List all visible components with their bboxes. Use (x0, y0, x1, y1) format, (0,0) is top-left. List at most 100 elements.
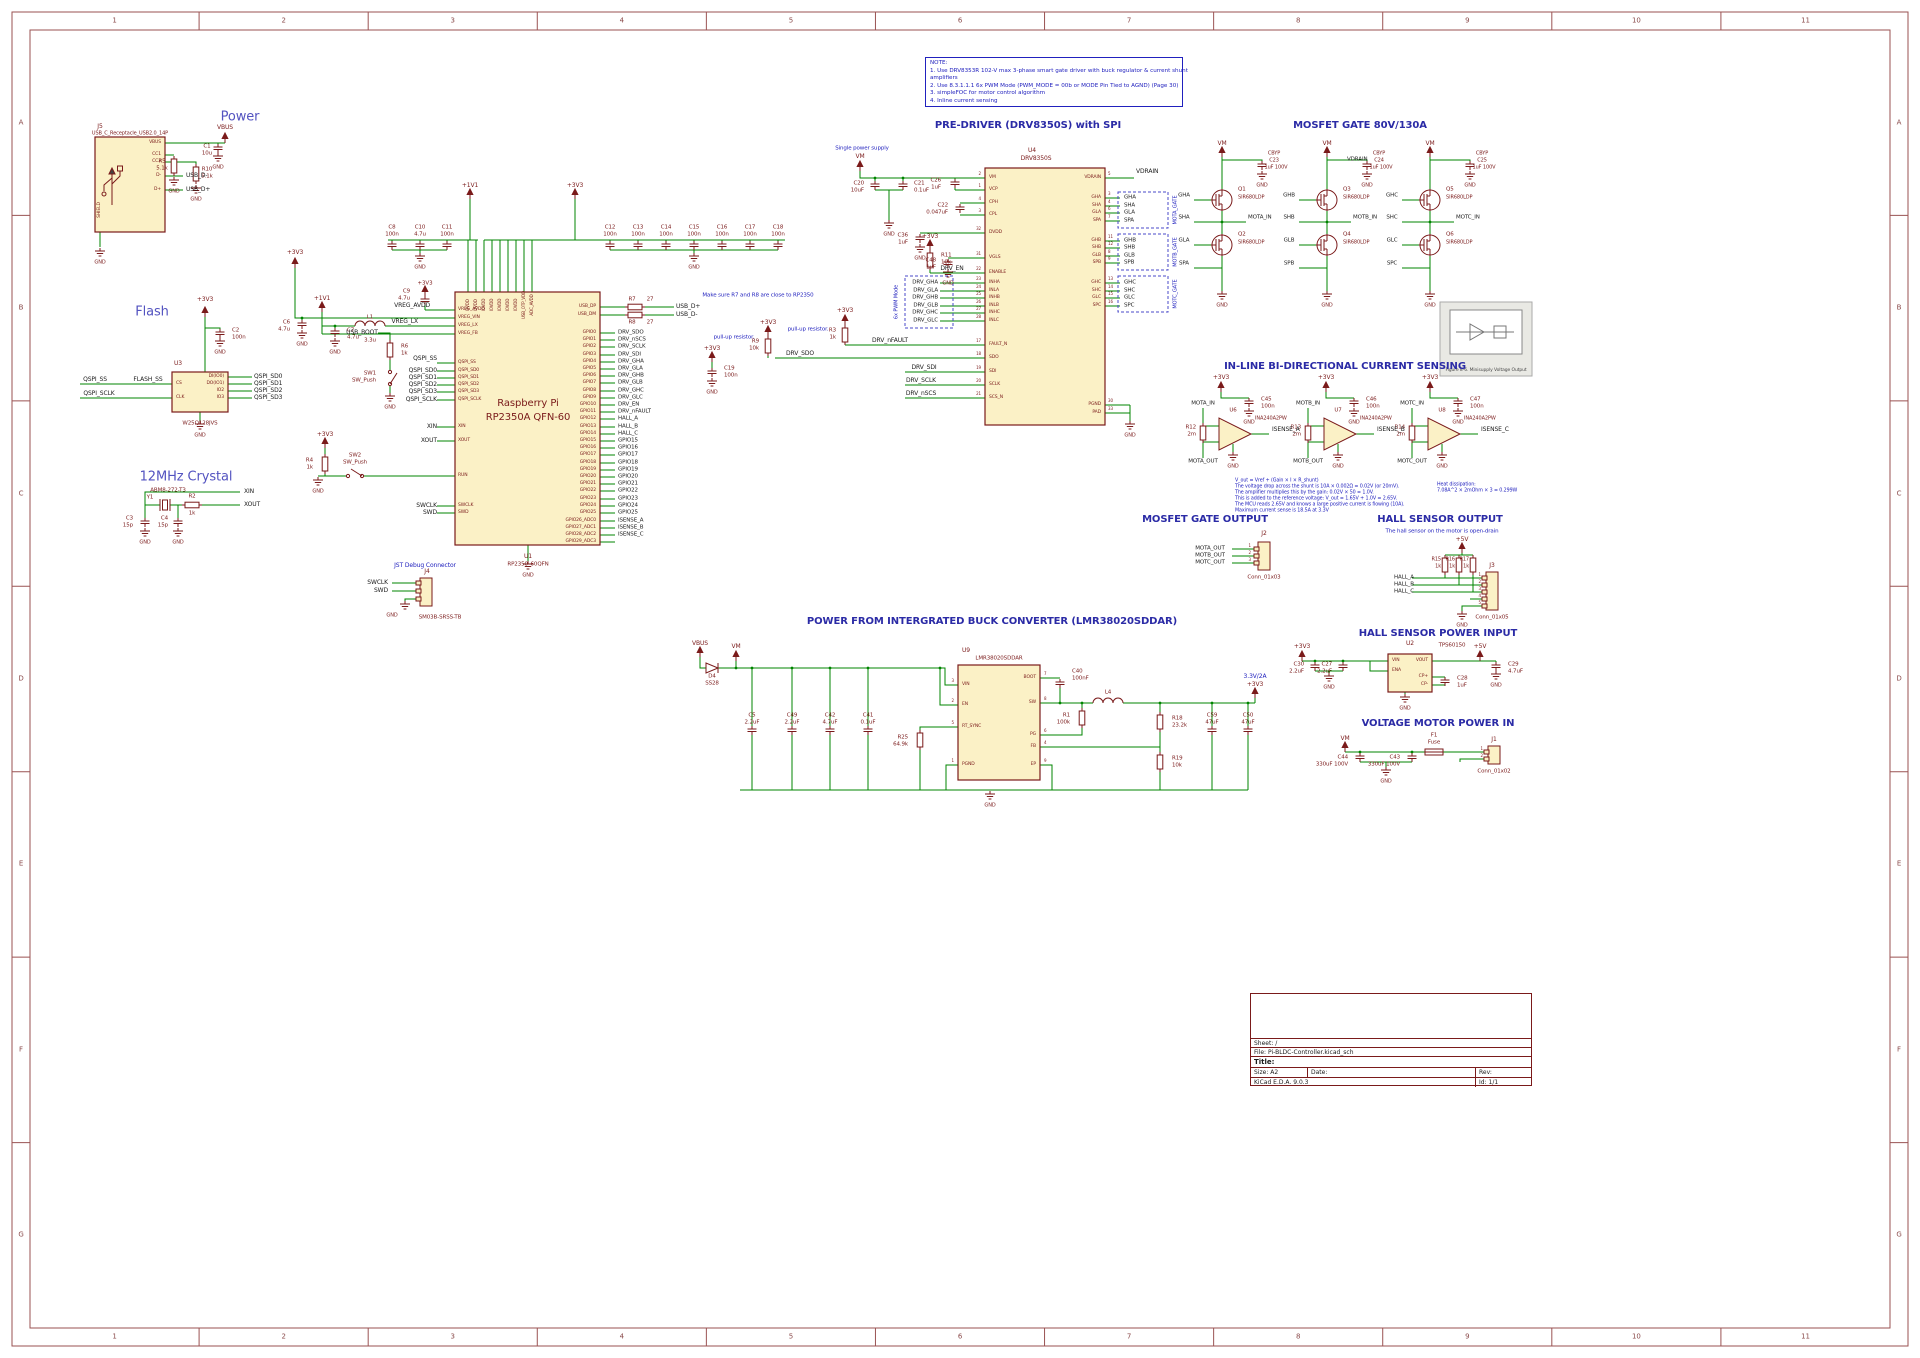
charge-pump-u2[interactable] (1387, 653, 1433, 693)
text-gpio9: GPIO9 (582, 394, 597, 400)
frame-label-8: 8 (1295, 1332, 1301, 1341)
text-4-7u: 4.7u (398, 295, 410, 302)
mcu-rp2350[interactable] (454, 291, 601, 546)
text-fault-n: FAULT_N (989, 341, 1008, 347)
text-gpio23: GPIO23 (579, 495, 596, 501)
text-drv-glb: DRV_GLB (913, 302, 938, 309)
text-shb: SHB (1091, 244, 1101, 250)
text-cbyp: CBYP (1475, 150, 1489, 157)
text-6: 6 (1044, 728, 1047, 733)
text-c36: C36 (897, 232, 908, 239)
text-vbus: VBUS (149, 139, 161, 145)
text-pgnd: PGND (1088, 401, 1101, 407)
text-5-1k: 5.1k (156, 165, 168, 172)
text-9: 9 (1044, 758, 1047, 763)
text-r17: R17 (1459, 556, 1469, 563)
text-hall-a: HALL_A (1394, 574, 1414, 581)
text-6x-pwm-mode: 6x PWM Mode (893, 284, 900, 320)
text-c14: C14 (660, 224, 672, 231)
text-+3v3: +3V3 (1246, 681, 1264, 688)
switch-sw1[interactable] (387, 369, 398, 387)
text-100n: 100n (659, 231, 673, 238)
connector-j1[interactable] (1483, 745, 1501, 765)
frame-label-1: 1 (112, 16, 117, 25)
text-sw1: SW1 (363, 370, 376, 377)
text-r16: R16 (1445, 556, 1455, 563)
gate-driver-u4[interactable] (984, 167, 1106, 426)
text-gpio8: GPIO8 (582, 387, 597, 393)
flash-u3[interactable] (171, 371, 229, 413)
text-vdrain: VDRAIN (1084, 174, 1101, 180)
text-u7: U7 (1334, 407, 1342, 414)
text-c47: C47 (1470, 396, 1481, 403)
connector-j4[interactable] (415, 577, 433, 607)
connector-j2[interactable] (1253, 541, 1271, 571)
text-26: 26 (976, 299, 981, 304)
text-spb: SPB (1124, 259, 1135, 266)
switch-sw2[interactable] (345, 468, 365, 479)
text-24: 24 (976, 284, 981, 289)
text-in-line-bi-directional-current-sensing: IN-LINE BI-DIRECTIONAL CURRENT SENSING (1224, 361, 1466, 372)
text-+3v3: +3V3 (921, 233, 939, 240)
note-box: NOTE:1. Use DRV8353R 102-V max 3-phase s… (925, 57, 1188, 107)
frame-label-c: C (18, 489, 24, 498)
diode-d4[interactable] (705, 662, 720, 674)
text-+3v3: +3V3 (286, 249, 304, 256)
text-gpio3: GPIO3 (582, 351, 597, 357)
text-gnd: GND (1452, 419, 1464, 426)
text-inhc: INHC (989, 309, 1000, 315)
text-vgls: VGLS (989, 254, 1001, 260)
text-vcp: VCP (989, 186, 998, 192)
title-block-tool: KiCad E.D.A. 9.0.3 (1254, 1079, 1309, 1086)
text-gnd: GND (212, 164, 224, 171)
text-gpio10: GPIO10 (579, 401, 596, 407)
datasheet-figure-image (1439, 301, 1533, 377)
text-c2: C2 (232, 327, 240, 334)
text-1: 1 (951, 758, 955, 763)
text-qspi-ss: QSPI_SS (458, 359, 476, 365)
usb-connector-j5[interactable] (94, 136, 166, 233)
text-qspi-sd1: QSPI_SD1 (254, 380, 283, 387)
text-16: 16 (1108, 299, 1113, 304)
text-usb-d+: USB_D+ (676, 303, 701, 310)
text-sir680ldp: SIR680LDP (1446, 239, 1473, 246)
text-qspi-ss: QSPI_SS (83, 376, 107, 383)
text-spc: SPC (1386, 260, 1398, 267)
buck-converter-u9[interactable] (957, 664, 1041, 781)
text-gpio18: GPIO18 (579, 459, 596, 465)
text-drv-glc: DRV_GLC (618, 394, 643, 401)
text-1k: 1k (306, 464, 314, 471)
text-c21: C21 (914, 180, 925, 187)
text-gpio4: GPIO4 (582, 358, 597, 364)
text-gnd: GND (386, 612, 398, 619)
text-gnd: GND (1399, 705, 1411, 712)
text-27: 27 (646, 319, 654, 326)
text-shb: SHB (1283, 214, 1295, 221)
text-sw: SW (1028, 699, 1036, 705)
crystal-y1[interactable] (159, 499, 171, 511)
text-1: 1 (1478, 572, 1482, 577)
connector-j3[interactable] (1481, 571, 1499, 611)
frame-label-3: 3 (450, 1332, 455, 1341)
text-8: 8 (1044, 696, 1047, 701)
text-spa: SPA (1124, 217, 1134, 224)
frame-label-g: G (18, 1230, 24, 1239)
text-gpio5: GPIO5 (582, 365, 597, 371)
title-block-rev: Rev: (1475, 1068, 1531, 1077)
text-+3v3: +3V3 (316, 431, 334, 438)
text-shb: SHB (1124, 244, 1136, 251)
text-33: 33 (1108, 406, 1113, 411)
text-d: D- (156, 172, 161, 178)
title-block-file: File: Pi-BLDC-Controller.kicad_sch (1251, 1047, 1531, 1056)
text-4: 4 (1478, 593, 1482, 598)
text-2: 2 (1478, 579, 1482, 584)
text-gnd: GND (883, 231, 895, 238)
text-gpio20: GPIO20 (618, 473, 638, 480)
text-u1: U1 (523, 553, 533, 560)
fuse-f1[interactable] (1424, 748, 1444, 756)
text-c26: C26 (930, 177, 941, 184)
text-drv-en: DRV_EN (940, 265, 964, 272)
